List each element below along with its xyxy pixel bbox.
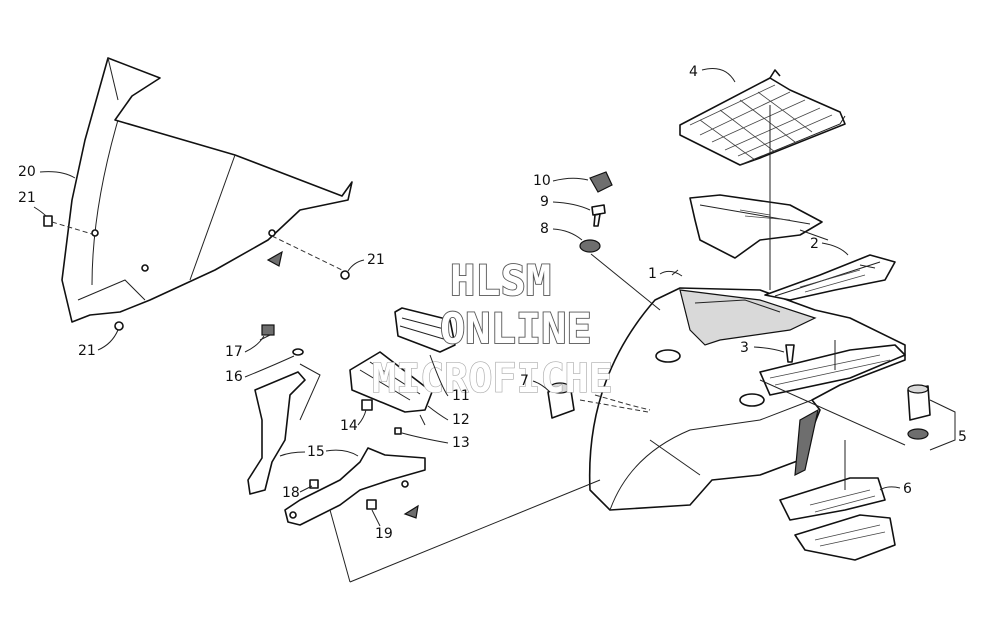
- callout-1: 1: [648, 266, 657, 282]
- bolt-14: [361, 399, 373, 411]
- assembly-lines: [259, 105, 956, 583]
- callout-14: 14: [340, 418, 358, 434]
- bracket-12: [349, 351, 433, 413]
- callout-16: 16: [225, 369, 243, 385]
- callout-2: 2: [810, 236, 819, 252]
- vent-panel-lower: [764, 254, 896, 301]
- grille-6: [779, 477, 896, 561]
- screw-21-c: [114, 321, 124, 331]
- screw-21-b: [271, 235, 350, 280]
- watermark: HLSM ONLINE MICROFICHE: [371, 255, 613, 403]
- callout-17: 17: [225, 344, 243, 360]
- mount-15: [247, 371, 426, 526]
- windshield: [61, 57, 353, 323]
- callout-21-b: 21: [367, 252, 385, 268]
- callout-21-c: 21: [78, 343, 96, 359]
- callout-11: 11: [452, 388, 470, 404]
- nut-17: [261, 324, 275, 336]
- storage-net: [679, 69, 846, 166]
- socket-5: [907, 384, 931, 440]
- bolt-18: [309, 479, 319, 489]
- gauge-11: [394, 307, 456, 353]
- callout-18: 18: [282, 485, 300, 501]
- screw-3: [785, 344, 795, 363]
- hood-panel: [588, 287, 906, 511]
- callouts: 1 2 3 4 5 6 7 8 9 10 11 12 13 14 15 16 1…: [18, 64, 967, 542]
- callout-12: 12: [452, 412, 470, 428]
- callout-4: 4: [689, 64, 698, 80]
- callout-13: 13: [452, 435, 470, 451]
- key-9: [591, 204, 606, 227]
- callout-21-a: 21: [18, 190, 36, 206]
- callout-5: 5: [958, 429, 967, 445]
- callout-19: 19: [375, 526, 393, 542]
- vent-panel-upper: [689, 194, 823, 259]
- callout-7: 7: [520, 373, 529, 389]
- screw-21-a: [43, 215, 93, 235]
- callout-20: 20: [18, 164, 36, 180]
- callout-3: 3: [740, 340, 749, 356]
- watermark-line3: MICROFICHE: [372, 356, 613, 402]
- watermark-line1: HLSM: [450, 256, 551, 305]
- callout-15: 15: [307, 444, 325, 460]
- bolt-19: [366, 499, 377, 510]
- cap-10: [589, 171, 613, 193]
- callout-8: 8: [540, 221, 549, 237]
- callout-6: 6: [903, 481, 912, 497]
- watermark-line2: ONLINE: [440, 304, 592, 353]
- nut-13: [394, 427, 402, 435]
- switch-7: [547, 382, 575, 419]
- grommet-8: [579, 239, 601, 253]
- callout-9: 9: [540, 194, 549, 210]
- callout-10: 10: [533, 173, 551, 189]
- washer-16: [292, 348, 304, 356]
